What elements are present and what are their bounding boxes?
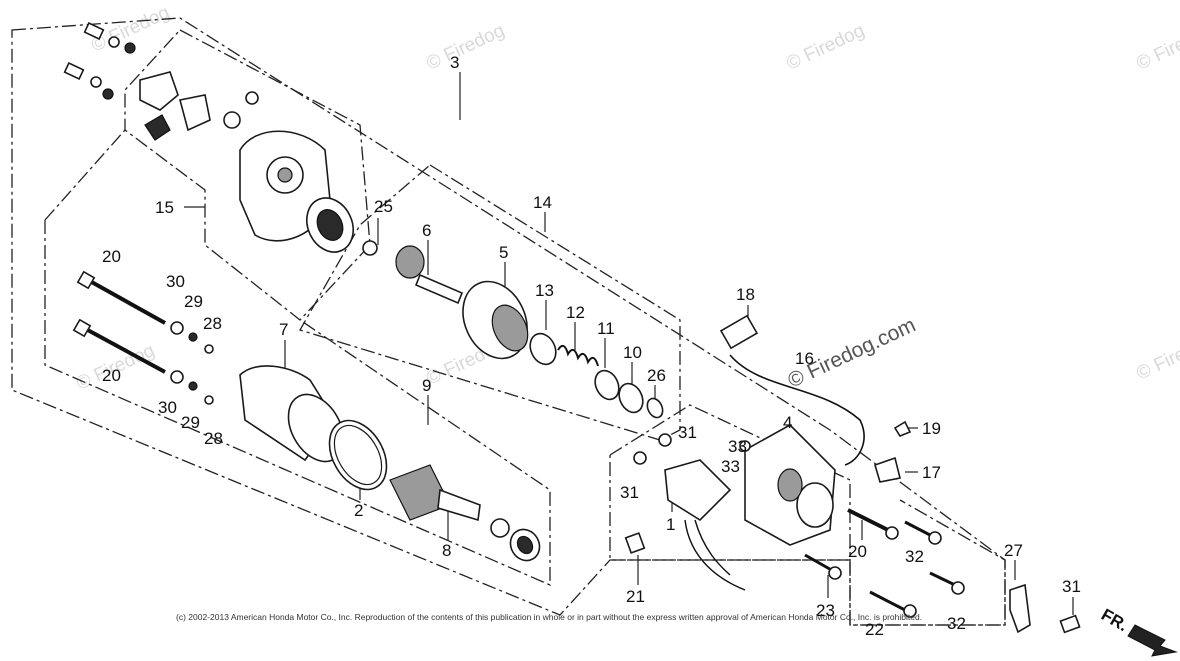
callout-32-upper: 32 (905, 547, 924, 566)
callout-1: 1 (666, 515, 675, 534)
callout-31-middle: 31 (620, 483, 639, 502)
callout-30-lower: 30 (158, 398, 177, 417)
callouts: 3 15 14 25 6 5 13 12 11 10 26 20 20 30 2… (102, 53, 1081, 639)
callout-20-lower: 20 (102, 366, 121, 385)
front-cover (744, 424, 836, 546)
callout-24: 23 (816, 601, 835, 620)
callout-23: 22 (865, 620, 884, 639)
bolts-front-cover (804, 508, 965, 618)
clutch-washers-springs (529, 332, 664, 419)
callout-8: 8 (442, 541, 451, 560)
callout-18: 18 (736, 285, 755, 304)
oil-seal-cover (306, 197, 354, 253)
callout-14: 14 (533, 193, 552, 212)
callout-20-upper: 20 (102, 247, 121, 266)
callout-32-lower: 32 (947, 614, 966, 633)
callout-17: 17 (922, 463, 941, 482)
callout-4: 4 (783, 413, 792, 432)
watermark: © Firedog (1133, 330, 1180, 384)
callout-12: 12 (566, 303, 585, 322)
callout-30-upper: 30 (166, 272, 185, 291)
copyright-notice: (c) 2002-2013 American Honda Motor Co., … (176, 612, 922, 622)
bolts-top-left (63, 22, 136, 100)
callout-28-upper: 28 (203, 314, 222, 333)
callout-3: 3 (450, 53, 459, 72)
callout-10: 10 (623, 343, 642, 362)
callout-28-lower: 28 (204, 429, 223, 448)
callout-31-lower: 31 (1062, 577, 1081, 596)
watermark: © Firedog (1133, 20, 1180, 74)
callout-16: 16 (795, 349, 814, 368)
callout-27: 27 (1004, 541, 1023, 560)
callout-33-lower: 33 (721, 457, 740, 476)
callout-9: 9 (422, 376, 431, 395)
washers-left (170, 321, 214, 405)
callout-19: 19 (922, 419, 941, 438)
pinion-shaft (362, 240, 464, 305)
small-hardware-right (624, 420, 912, 554)
callout-29-upper: 29 (184, 292, 203, 311)
callout-33-upper: 33 (728, 437, 747, 456)
callout-5: 5 (499, 243, 508, 262)
leader-lines (184, 72, 1074, 615)
watermark: © Firedog (423, 20, 508, 74)
callout-15: 15 (155, 198, 174, 217)
callout-29-lower: 29 (181, 413, 200, 432)
callout-7: 7 (279, 320, 288, 339)
callout-31-upper: 31 (678, 423, 697, 442)
callout-13: 13 (535, 281, 554, 300)
starter-clutch (462, 280, 529, 360)
cable-terminal (719, 314, 865, 466)
callout-26: 26 (647, 366, 666, 385)
long-bolt-lower (72, 318, 166, 374)
callout-2: 2 (354, 501, 363, 520)
callout-6: 6 (422, 221, 431, 240)
front-direction-arrow: FR. (1098, 605, 1178, 657)
watermark: © Firedog (783, 20, 868, 74)
o-ring (328, 419, 388, 491)
callout-22: 21 (626, 587, 645, 606)
direction-label: FR. (1098, 605, 1131, 635)
callout-21: 20 (848, 542, 867, 561)
solenoid (664, 459, 746, 591)
armature (389, 464, 541, 562)
long-bolt-upper (76, 270, 166, 325)
callout-25: 25 (374, 197, 393, 216)
brush-holder-assembly (139, 71, 259, 141)
bracket (1009, 583, 1081, 634)
callout-11: 11 (597, 319, 615, 338)
